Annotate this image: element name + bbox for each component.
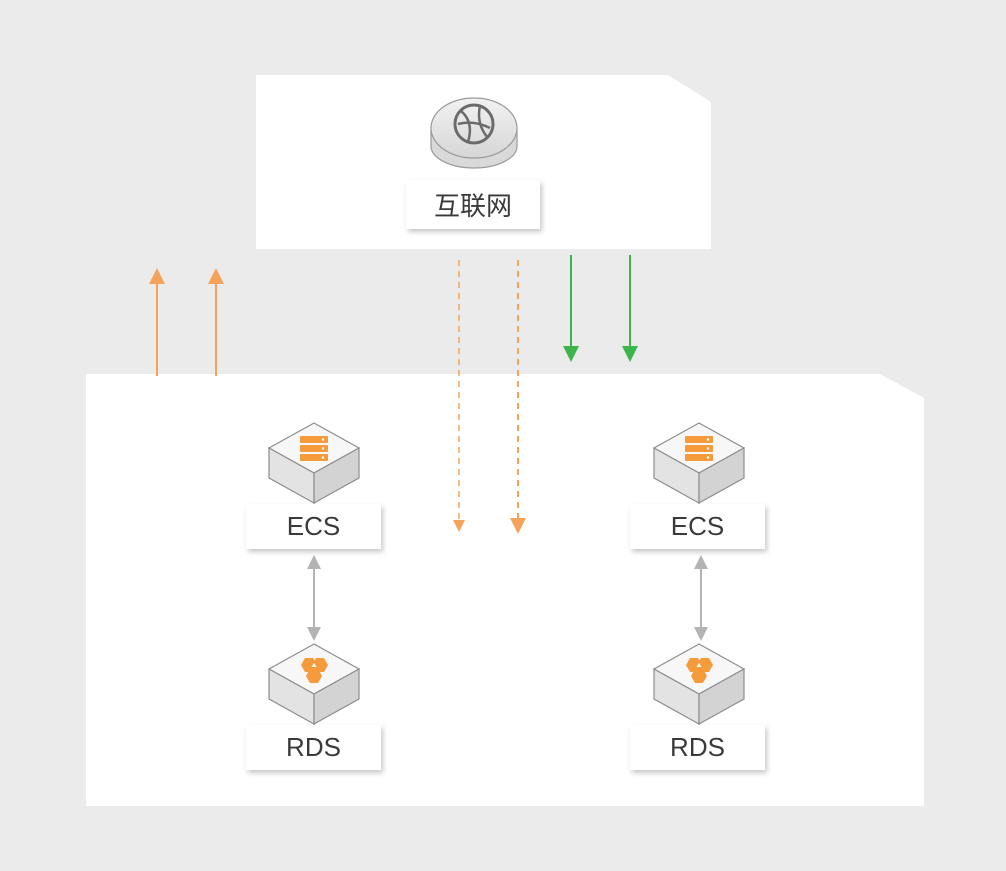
- rds-label-left: RDS: [246, 725, 381, 770]
- internet-label: 互联网: [406, 180, 540, 229]
- server-icon: [267, 422, 361, 505]
- ecs-label-left: ECS: [246, 504, 381, 549]
- rds-label-right: RDS: [630, 725, 765, 770]
- ecs-label-right: ECS: [630, 504, 765, 549]
- server-icon: [652, 422, 746, 505]
- database-icon: [267, 643, 361, 726]
- database-icon: [652, 643, 746, 726]
- globe-icon: [430, 97, 518, 169]
